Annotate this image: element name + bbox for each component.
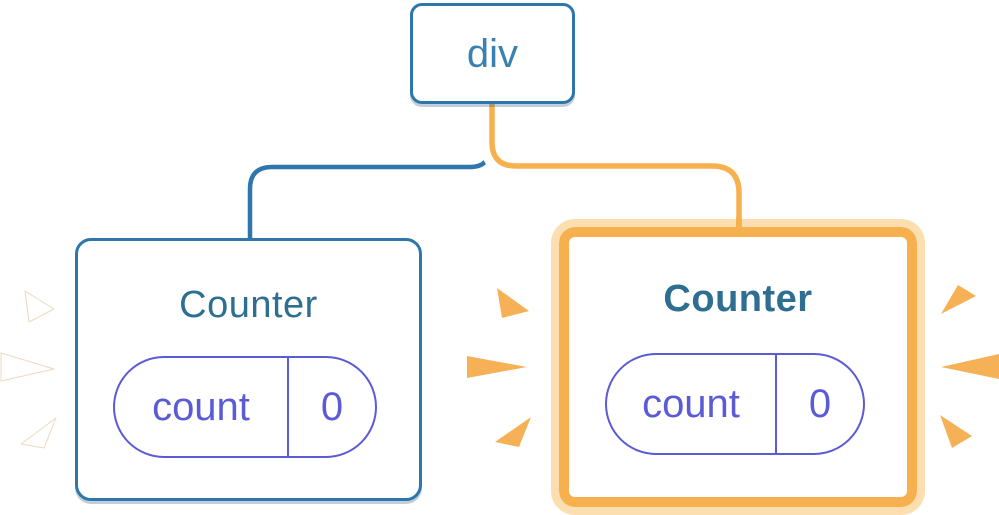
state-value: 0 (320, 385, 344, 429)
connector-div-to-right-counter (489, 101, 742, 224)
sparkle-icon (940, 415, 972, 448)
state-key: count (115, 358, 289, 456)
connector-border-crossing (736, 218, 742, 229)
sparkle-icon (24, 290, 55, 323)
connector-div-to-left-counter (247, 103, 493, 240)
sparkle-icon (941, 285, 976, 314)
burst-left-card (0, 290, 57, 449)
counter-title: Counter (663, 278, 813, 320)
root-node-label: div (466, 31, 519, 76)
counter-card-left: Counter count 0 (75, 238, 422, 501)
sparkle-icon (467, 356, 527, 378)
state-pill: count 0 (113, 356, 377, 458)
sparkle-icon (0, 352, 55, 382)
state-value: 0 (808, 382, 832, 426)
state-pill: count 0 (605, 353, 865, 455)
counter-card-right-highlighted: Counter count 0 (551, 219, 925, 515)
state-key: count (607, 355, 777, 453)
counter-title: Counter (179, 284, 318, 326)
burst-right-card-outer (940, 285, 999, 448)
sparkle-icon (495, 417, 531, 447)
sparkle-icon (497, 288, 529, 318)
root-node-div: div (410, 3, 575, 104)
burst-right-card-inner (467, 288, 531, 447)
connector-highlight-casing (480, 101, 751, 222)
sparkle-icon (941, 354, 999, 379)
sparkle-icon (20, 417, 57, 449)
